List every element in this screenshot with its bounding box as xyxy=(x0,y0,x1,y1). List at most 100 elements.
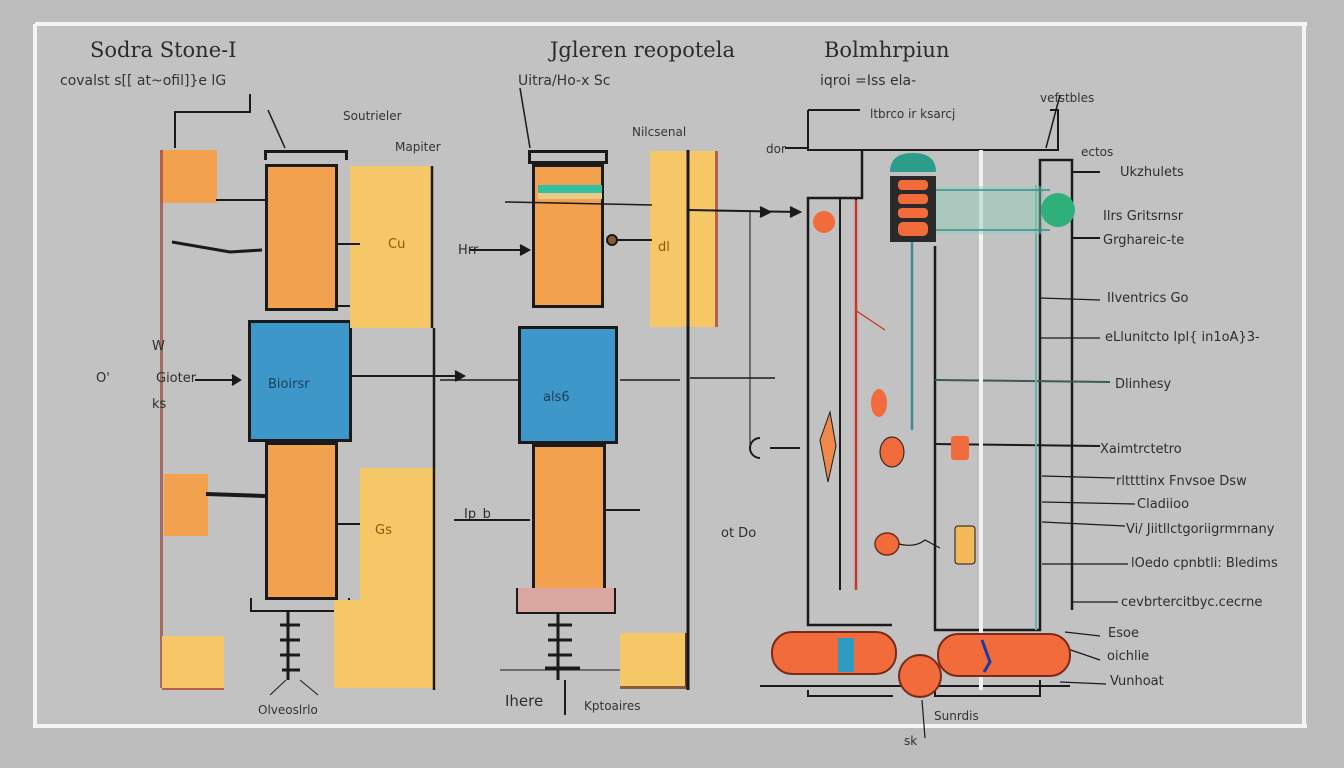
section-2-yellow-block: dl xyxy=(650,151,718,327)
section-2-arrowhead xyxy=(519,244,532,256)
section-1-column-cap xyxy=(264,150,348,160)
section-2-cream-band xyxy=(538,193,602,199)
section-1-bottom-leader xyxy=(269,679,319,696)
callout-12: cevbrtercitbyc.cecrne xyxy=(1121,595,1263,610)
callout-5: eLlunitcto Ipl{ in1oA}3- xyxy=(1105,330,1260,345)
callout-11: lOedo cpnbtli: Bledims xyxy=(1131,556,1278,571)
section-2-blue-box: als6 xyxy=(518,326,618,444)
section-3-pipe-blue-band xyxy=(838,638,854,672)
callout-9: Cladiioo xyxy=(1137,497,1190,512)
section-3-orange-drop xyxy=(871,389,887,417)
section-2-band-line xyxy=(504,201,653,206)
section-1-right-rail xyxy=(430,166,436,690)
callout-line-9 xyxy=(1041,501,1136,505)
section-3-label-below-frame: sk xyxy=(904,734,918,748)
callout-13: Esoe xyxy=(1108,626,1139,641)
section-1-label-prefix: O' xyxy=(96,371,110,386)
section-1-label-bottom: Olveoslrlo xyxy=(258,703,318,717)
section-1-yellow-block-top: Cu xyxy=(350,166,432,328)
callout-line-8 xyxy=(1041,475,1116,479)
section-3-bottom-valve xyxy=(898,654,942,698)
callout-1: Ukzhulets xyxy=(1120,165,1184,180)
section-1-blue-box: Bioirsr xyxy=(248,320,352,442)
section-1-yellow-label-top: Cu xyxy=(388,237,406,252)
section-1-leader-b xyxy=(267,109,286,149)
section-3-label-top-right: vefstbles xyxy=(1040,91,1095,105)
panel-border-right xyxy=(1302,24,1306,728)
callout-line-4 xyxy=(1039,297,1101,301)
section-2-title: Jgleren reopotela xyxy=(550,38,735,62)
section-1-blue-box-label: Bioirsr xyxy=(268,377,310,392)
section-3-title: Bolmhrpiun xyxy=(824,38,950,62)
section-3-top-box xyxy=(807,109,1059,151)
section-1-small-orange-block-top xyxy=(160,150,217,203)
section-2-orange-column-bottom xyxy=(532,444,606,602)
section-2-column-cap xyxy=(528,150,608,164)
section-1-yellow-block-bottom: Gs xyxy=(360,468,436,688)
section-2-blue-box-label: als6 xyxy=(543,390,570,405)
section-3-red-diagonal xyxy=(854,309,886,331)
section-2-subtitle: Uitra/Ho-x Sc xyxy=(518,73,611,89)
section-2-label-right-lower: ot Do xyxy=(721,526,757,541)
section-1-yellow-label-bottom: Gs xyxy=(375,523,392,538)
callout-2: Ilrs Gritsrnsr xyxy=(1103,209,1184,224)
callout-10: Vi/ Jiitllctgoriigrmrnany xyxy=(1126,522,1275,537)
section-3-low-wire xyxy=(898,539,941,549)
callout-14: oichlie xyxy=(1107,649,1150,664)
section-1-label-soutrieler: Soutrieler xyxy=(343,109,402,123)
section-2-spring xyxy=(545,612,580,680)
section-1-small-orange-block-mid xyxy=(164,474,208,536)
section-2-label-bottom-left: Ihere xyxy=(505,692,544,710)
section-2-leader xyxy=(519,87,531,149)
callout-15: Vunhoat xyxy=(1110,674,1164,689)
callout-3: Grghareic-te xyxy=(1103,233,1185,248)
section-3-label-dor: dor xyxy=(766,142,786,156)
section-1-label-ks: ks xyxy=(152,397,167,412)
section-2-label-nilcsenal: Nilcsenal xyxy=(632,125,687,139)
section-3-green-node xyxy=(1041,193,1075,227)
section-3-orange-node-top xyxy=(813,211,835,233)
callout-7: Xaimtrctetro xyxy=(1100,442,1182,457)
section-1-connector-2 xyxy=(171,240,263,254)
section-1-label-w: W xyxy=(152,339,165,354)
callout-8: rlttttinx Fnvsoe Dsw xyxy=(1116,474,1247,489)
section-2-label-arrow: Hrr xyxy=(458,243,479,258)
section-3-top-right-leader xyxy=(1045,94,1061,149)
section-1-label-mapiter: Mapiter xyxy=(395,140,441,154)
section-1-small-yellow-block-bottom xyxy=(162,636,224,690)
section-3-label-ectos: ectos xyxy=(1081,145,1114,159)
callout-line-10 xyxy=(1041,521,1126,527)
section-1-spring xyxy=(280,612,300,680)
section-1-title: Sodra Stone-I xyxy=(90,38,237,62)
section-3-left-housing xyxy=(806,150,892,627)
section-1-label-gioter: Gioter xyxy=(156,371,197,386)
section-3-coil-cap xyxy=(890,153,936,172)
section-3-teal-band xyxy=(935,186,1045,234)
callout-6: Dlinhesy xyxy=(1115,377,1172,392)
section-1-arrowhead xyxy=(231,374,242,386)
section-1-leader-a xyxy=(174,94,251,148)
section-1-orange-column-top xyxy=(265,164,338,311)
section-1-connector-5 xyxy=(205,492,266,498)
section-2-column-base xyxy=(516,588,616,614)
section-2-top-connector xyxy=(687,209,801,213)
section-3-bottom-pipe-left xyxy=(771,631,897,675)
section-3-label-top-box: ltbrco ir ksarcj xyxy=(870,107,956,121)
section-1-yellow-block-foot xyxy=(334,600,364,688)
section-3-teal-band-edges xyxy=(935,189,1050,231)
section-3-orange-node-mid xyxy=(879,436,905,468)
section-3-bottom-leader xyxy=(921,699,926,739)
section-3-subtitle: iqroi =Iss ela- xyxy=(820,73,917,89)
section-3-pipe-blue-mark xyxy=(980,639,992,673)
section-3-orange-block-mid xyxy=(951,436,969,460)
section-1-left-rail xyxy=(160,203,163,688)
section-2-double-arrow xyxy=(759,206,803,218)
section-2-label-bottom-right: Kptoaires xyxy=(584,699,641,713)
section-3-coil-wind-1 xyxy=(898,180,928,190)
section-1-orange-column-bottom xyxy=(265,442,338,600)
section-3-right-housing xyxy=(933,158,1074,632)
panel-border-left xyxy=(33,24,37,728)
section-3-coil-wind-2 xyxy=(898,194,928,204)
section-2-knob xyxy=(606,234,618,246)
